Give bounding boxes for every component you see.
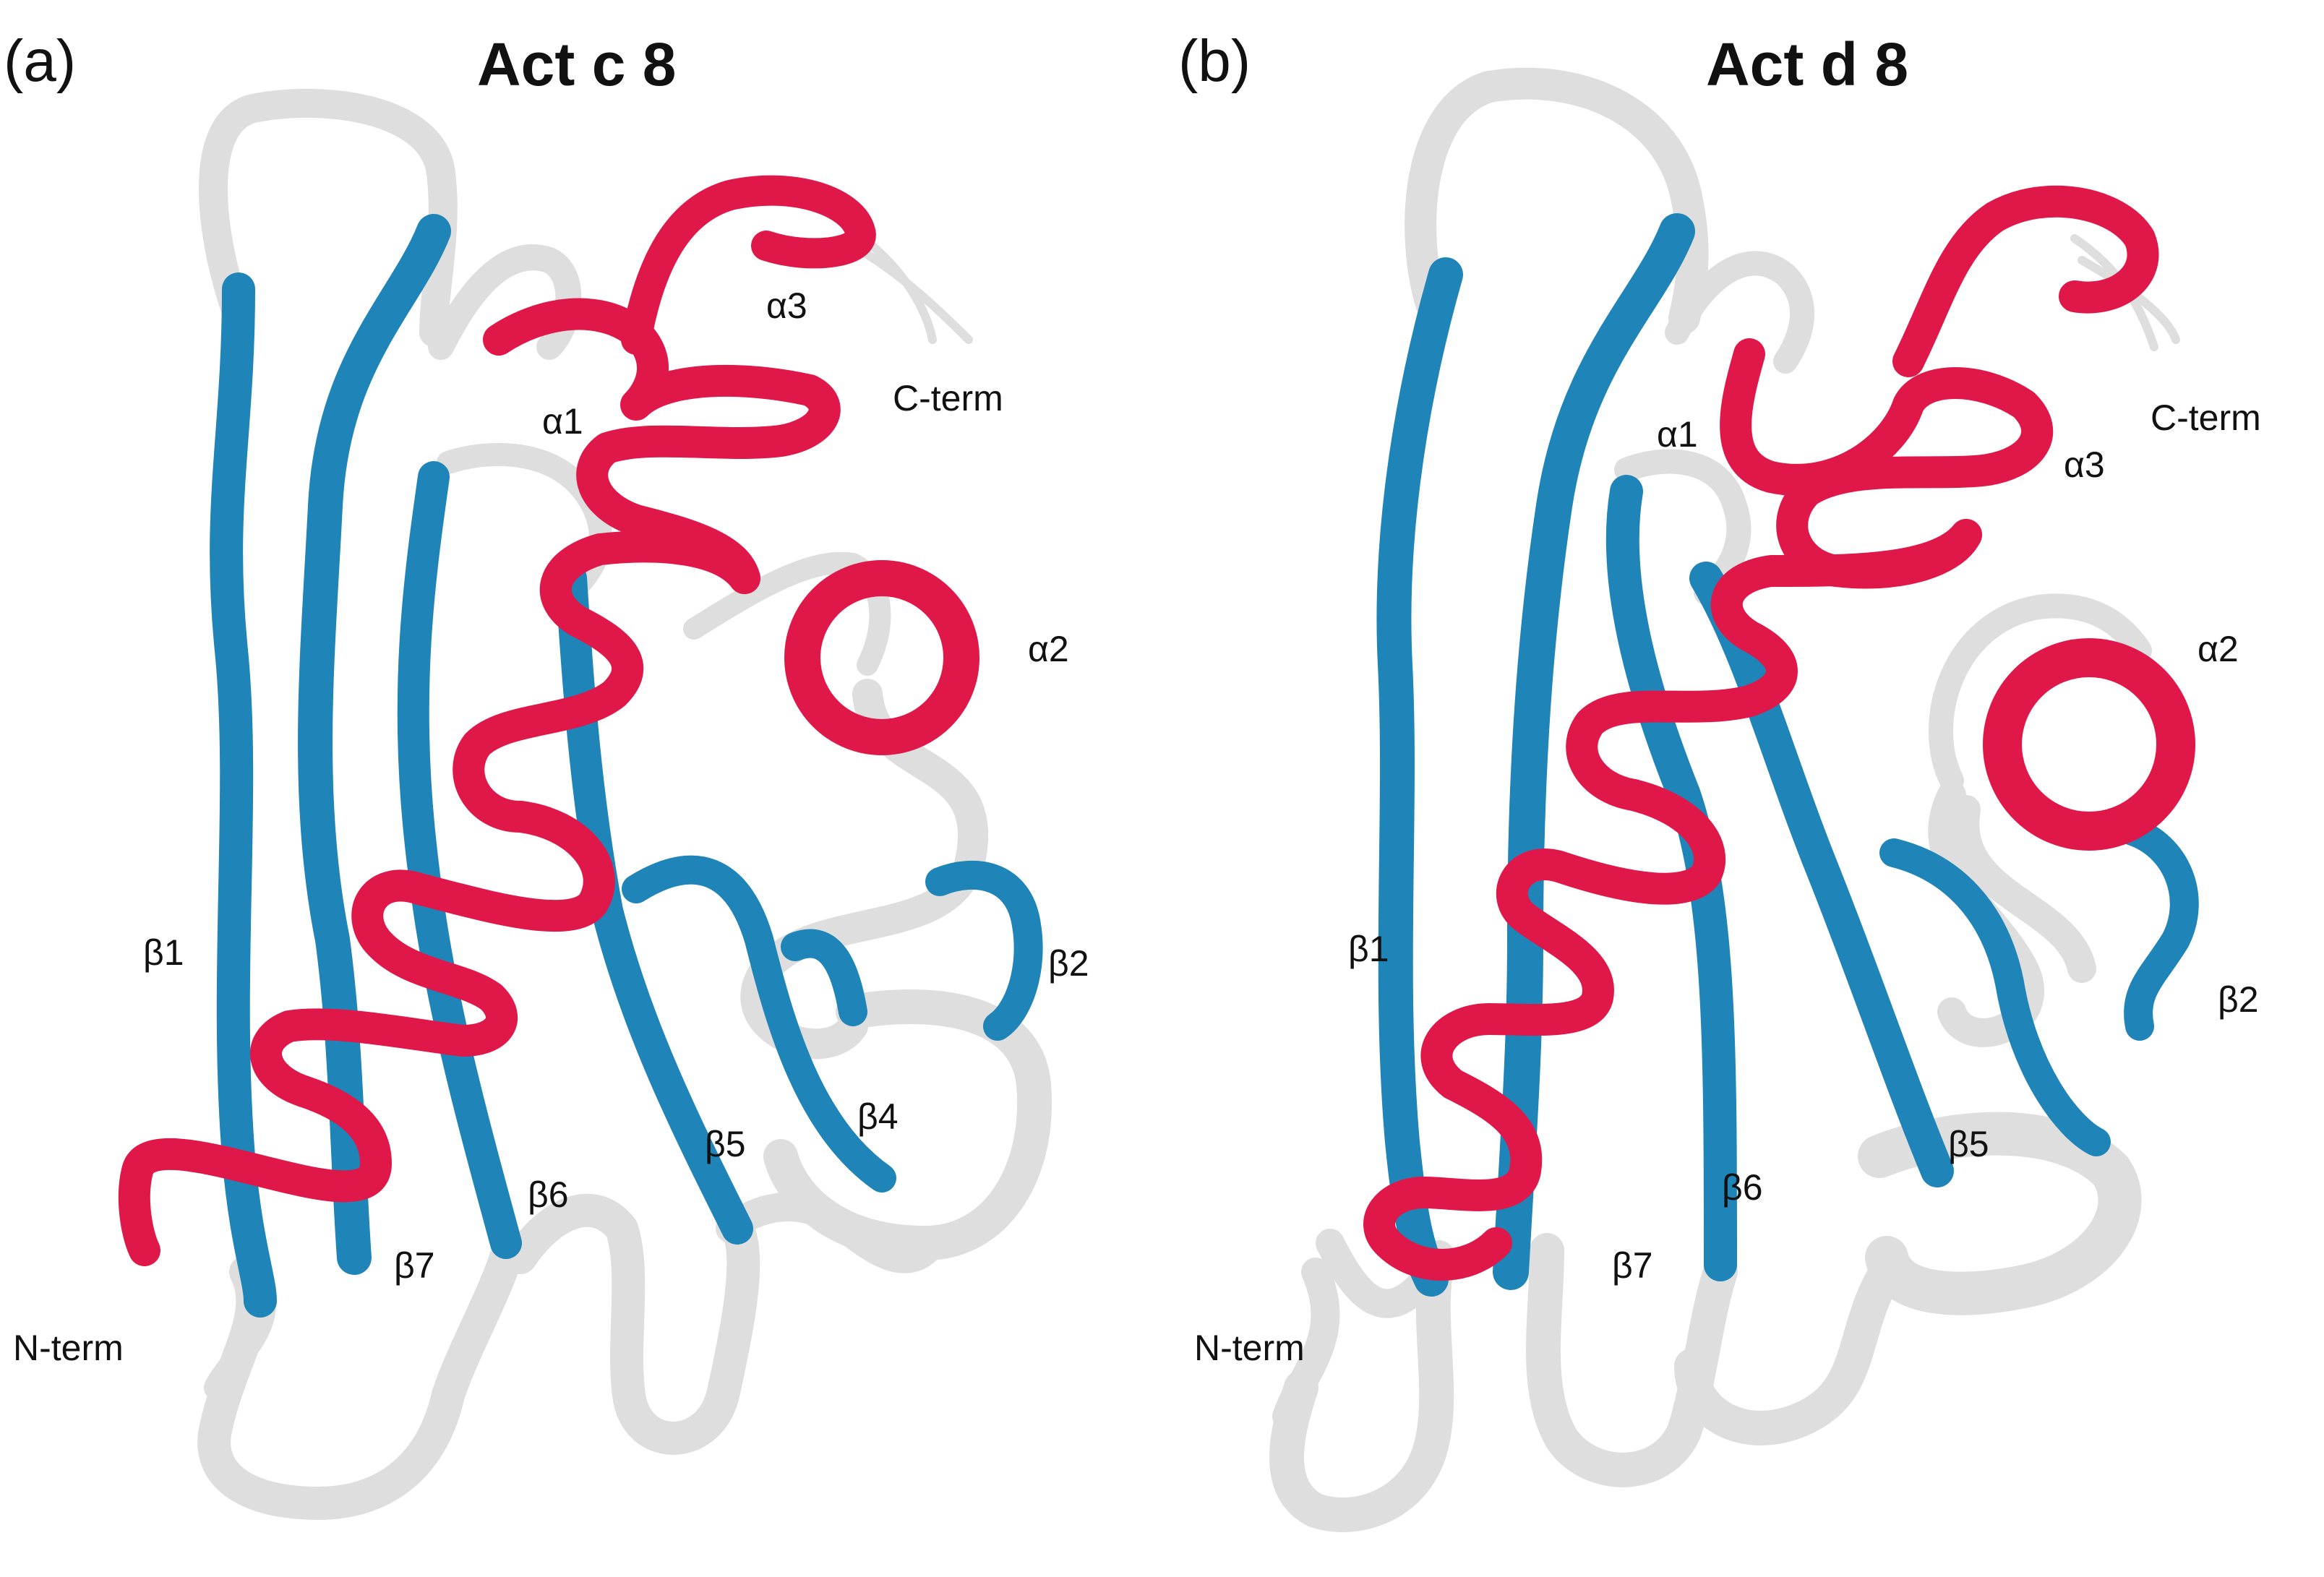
panel-b-label-cterm: C-term [2151, 398, 2261, 438]
panel-a-label-alpha2: α2 [1028, 629, 1069, 669]
panel-b-loop-bottom-right [1858, 1112, 2142, 1315]
panel-a-strand-b5 [555, 562, 753, 1245]
panel-a-strand-b6 [397, 461, 522, 1259]
panel-a-label-alpha3: α3 [766, 285, 807, 326]
panel-a-helix-a1-low [250, 801, 615, 1107]
panel-b-label-alpha1: α1 [1657, 414, 1698, 455]
panel-a-label-beta1: β1 [143, 932, 184, 973]
panel-a-helix-a3 [621, 175, 876, 355]
panel-b-strand-b1 [1376, 257, 1463, 1297]
panel-a-label-beta6: β6 [528, 1174, 569, 1215]
panel-a-label-beta2: β2 [1048, 943, 1089, 984]
panel-a-label-beta7: β7 [394, 1245, 435, 1286]
panel-a-label-cterm: C-term [893, 378, 1003, 418]
panel-b-loop-bottom [1269, 1240, 1456, 1532]
panel-b-title: Act d 8 [1706, 30, 1908, 98]
panel-a-label-beta4: β4 [857, 1096, 899, 1137]
panel-b-helix-a1-low [1420, 779, 1725, 1100]
panel-b: (b) Act d 8 α1 α2 α3 β1 β2 β5 β6 β7 N-te… [1178, 28, 2261, 1532]
panel-a-strand-b4 [622, 855, 896, 1193]
panel-a-label-alpha1: α1 [542, 401, 583, 442]
panel-b-loop-a1 [1665, 251, 1814, 374]
panel-a-loop-bottom2 [504, 1193, 760, 1455]
panel-b-label-beta2: β2 [2218, 979, 2259, 1020]
panel-b-helix-a1-end [1363, 1068, 1543, 1281]
panel-b-loop-a2 [1929, 593, 2152, 793]
panel-a-strand-b2 [781, 860, 1043, 1041]
panel-b-strand-b5 [1689, 562, 1954, 1187]
panel-b-label-beta6: β6 [1722, 1167, 1763, 1208]
panel-b-strand-b7 [1493, 213, 1695, 1290]
panel-a-loop-b5 [716, 1193, 947, 1273]
panel-a-strand-b1 [210, 272, 277, 1318]
panel-a-helix-a1-mid [453, 530, 760, 833]
panel-a-letter: (a) [4, 28, 76, 94]
panel-a-helix-a1-end [118, 1075, 392, 1266]
panel-b-helix-a1-top [1720, 338, 2054, 589]
panel-b-label-nterm: N-term [1194, 1328, 1305, 1368]
panel-b-nterm-tail [1272, 1229, 1446, 1431]
panel-b-label-beta1: β1 [1348, 929, 1389, 969]
panel-b-label-alpha3: α3 [2064, 444, 2105, 485]
panel-b-strand-b2 [1879, 817, 2199, 1156]
panel-b-top-loop [1405, 67, 1709, 334]
panel-a: (a) Act c 8 α1 α2 α3 β1 β2 β4 β5 β6 β7 N… [4, 28, 1089, 1520]
panel-b-label-alpha2: α2 [2197, 629, 2239, 669]
panel-b-letter: (b) [1178, 28, 1251, 94]
panel-b-label-beta5: β5 [1948, 1124, 1989, 1164]
panel-b-helix-a3 [1892, 185, 2159, 377]
panel-b-structure [1269, 67, 2199, 1532]
panel-b-label-beta7: β7 [1612, 1245, 1653, 1286]
panel-b-loop-bottom2 [1526, 1233, 1738, 1487]
panel-b-helix-a2 [1983, 638, 2195, 851]
panel-b-helix-a1-mid [1566, 519, 1982, 811]
panel-b-loop-right [1928, 781, 2096, 1047]
panel-a-label-nterm: N-term [13, 1328, 124, 1368]
panel-a-helix-a1-top [483, 298, 841, 594]
panel-a-structure [118, 88, 1052, 1520]
panel-a-title: Act c 8 [477, 30, 676, 98]
panel-a-helix-a2 [784, 560, 979, 755]
panel-a-loop-a2 [683, 551, 891, 676]
panel-a-label-beta5: β5 [705, 1124, 746, 1164]
panel-b-loop-mid [1614, 449, 1751, 605]
